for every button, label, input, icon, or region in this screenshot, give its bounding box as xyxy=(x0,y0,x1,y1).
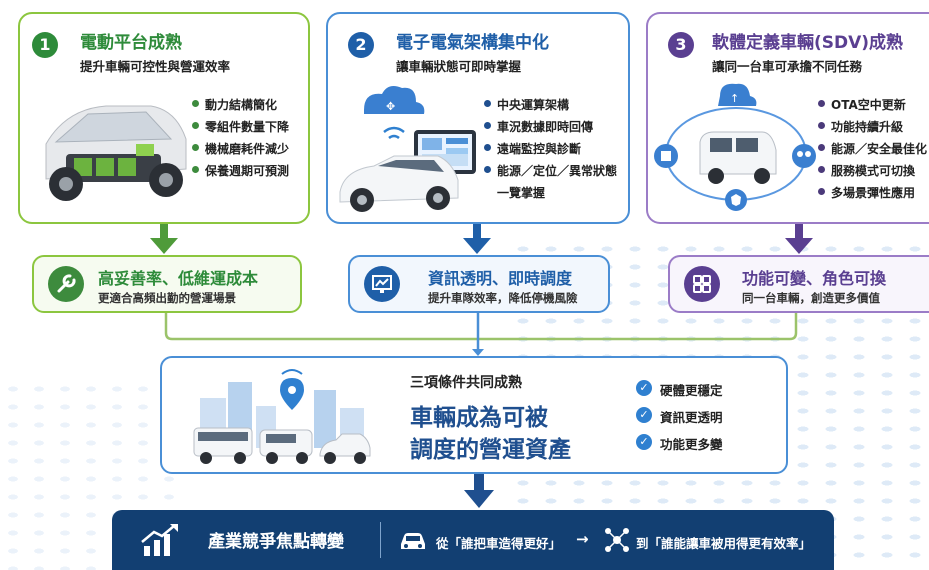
check-item: 功能更多變 xyxy=(660,437,723,452)
step-number-3: 3 xyxy=(668,32,694,58)
banner-title: 產業競爭焦點轉變 xyxy=(208,532,344,552)
outcome-subtitle: 同一台車輛，創造更多價值 xyxy=(742,291,880,305)
check-item: 資訊更透明 xyxy=(660,410,723,425)
monitor-chart-icon xyxy=(364,266,400,302)
grid-apps-icon xyxy=(684,266,720,302)
ev-chassis-illustration xyxy=(45,105,187,201)
check-icon: ✓ xyxy=(636,434,652,450)
card-title: 電動平台成熟 xyxy=(80,33,182,53)
center-headline-line1: 車輛成為可被 xyxy=(410,405,548,431)
sdv-van-illustration: ↑ xyxy=(654,83,816,211)
banner-from-text: 從「誰把車造得更好」 xyxy=(436,536,562,551)
banner-to-text: 到「誰能讓車被用得更有效率」 xyxy=(636,536,812,551)
outcome-reliability: 高妥善率、低維運成本 更適合高頻出勤的營運場景 xyxy=(32,255,302,313)
divider xyxy=(380,522,381,558)
list-item: OTA空中更新 xyxy=(818,94,927,116)
card-subtitle: 提升車輛可控性與營運效率 xyxy=(80,59,231,74)
check-icon: ✓ xyxy=(636,407,652,423)
industry-shift-banner: 產業競爭焦點轉變 從「誰把車造得更好」 → 到「誰能讓車被用得更有效率」 xyxy=(112,510,834,570)
svg-text:✥: ✥ xyxy=(386,100,395,113)
list-item: 動力結構簡化 xyxy=(192,94,289,116)
network-nodes-icon xyxy=(605,528,629,552)
convergence-panel: 三項條件共同成熟 車輛成為可被 調度的營運資產 ✓ 硬體更穩定 ✓ 資訊更透明 … xyxy=(160,356,788,474)
outcome-title: 功能可變、角色可換 xyxy=(742,269,887,288)
card-title: 軟體定義車輛(SDV)成熟 xyxy=(712,33,904,53)
check-item: 硬體更穩定 xyxy=(660,383,723,398)
list-item: 中央運算架構 xyxy=(484,94,617,116)
list-item: 服務模式可切換 xyxy=(818,160,927,182)
list-item: 車況數據即時回傳 xyxy=(484,116,617,138)
center-headline-line2: 調度的營運資產 xyxy=(410,437,571,463)
car-icon xyxy=(401,533,425,549)
svg-text:↑: ↑ xyxy=(730,92,739,105)
center-kicker: 三項條件共同成熟 xyxy=(410,375,522,391)
outcome-title: 高妥善率、低維運成本 xyxy=(98,269,259,288)
list-item: 多場景彈性應用 xyxy=(818,182,927,204)
card-title: 電子電氣架構集中化 xyxy=(396,33,549,53)
list-item: 零組件數量下降 xyxy=(192,116,289,138)
list-item: 保養週期可預測 xyxy=(192,160,289,182)
arrow-right-icon: → xyxy=(576,530,589,548)
city-fleet-illustration xyxy=(193,369,371,464)
growth-chart-icon xyxy=(141,524,178,556)
outcome-flexibility: 功能可變、角色可換 同一台車輛，創造更多價值 xyxy=(668,255,929,313)
list-item: 能源／定位／異常狀態 xyxy=(484,160,617,182)
outcome-transparency: 資訊透明、即時調度 提升車隊效率，降低停機風險 xyxy=(348,255,610,313)
card-subtitle: 讓同一台車可承擔不同任務 xyxy=(712,59,863,74)
card-electric-platform: 1 電動平台成熟 提升車輛可控性與營運效率 動力結構簡化 零組件數量下降 機械磨… xyxy=(18,12,310,224)
list-item-continuation: 一覽掌握 xyxy=(497,186,546,200)
down-arrow-to-banner xyxy=(464,474,494,508)
card-ee-architecture: 2 電子電氣架構集中化 讓車輛狀態可即時掌握 ✥ 中央運算架構 車況數據即時回傳… xyxy=(326,12,630,224)
outcome-title: 資訊透明、即時調度 xyxy=(428,269,573,288)
list-item: 能源／安全最佳化 xyxy=(818,138,927,160)
card-bullet-list: 動力結構簡化 零組件數量下降 機械磨耗件減少 保養週期可預測 xyxy=(192,94,289,182)
card-subtitle: 讓車輛狀態可即時掌握 xyxy=(396,59,522,74)
outcome-subtitle: 更適合高頻出勤的營運場景 xyxy=(98,291,236,305)
step-number-1: 1 xyxy=(32,32,58,58)
card-sdv: 3 軟體定義車輛(SDV)成熟 讓同一台車可承擔不同任務 ↑ OTA空中更新 功… xyxy=(646,12,929,224)
wrench-icon xyxy=(48,266,84,302)
card-arrows xyxy=(150,224,813,254)
connected-car-illustration: ✥ xyxy=(339,86,476,212)
converge-connectors xyxy=(164,313,798,356)
list-item: 機械磨耗件減少 xyxy=(192,138,289,160)
card-bullet-list: OTA空中更新 功能持續升級 能源／安全最佳化 服務模式可切換 多場景彈性應用 xyxy=(818,94,927,204)
list-item: 功能持續升級 xyxy=(818,116,927,138)
list-item: 遠端監控與診斷 xyxy=(484,138,617,160)
step-number-2: 2 xyxy=(348,32,374,58)
check-icon: ✓ xyxy=(636,380,652,396)
card-bullet-list: 中央運算架構 車況數據即時回傳 遠端監控與診斷 能源／定位／異常狀態 一覽掌握 xyxy=(484,94,617,204)
outcome-subtitle: 提升車隊效率，降低停機風險 xyxy=(428,291,578,305)
